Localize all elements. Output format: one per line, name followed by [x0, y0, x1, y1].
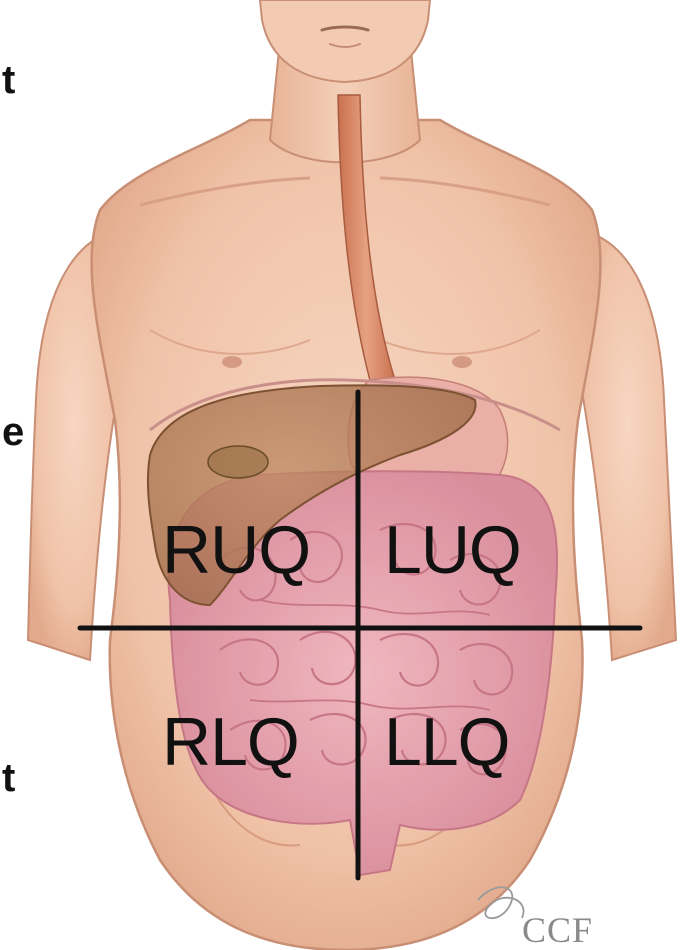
edge-fragment-bottom: t [2, 758, 15, 798]
edge-fragment-top: t [2, 60, 15, 100]
rlq-label: RLQ [162, 708, 299, 776]
gallbladder [208, 446, 268, 478]
edge-fragment-middle: e [2, 412, 24, 452]
ruq-label: RUQ [162, 516, 310, 584]
credit-label: CCF [522, 912, 593, 948]
luq-label: LUQ [384, 516, 521, 584]
llq-label: LLQ [384, 708, 510, 776]
